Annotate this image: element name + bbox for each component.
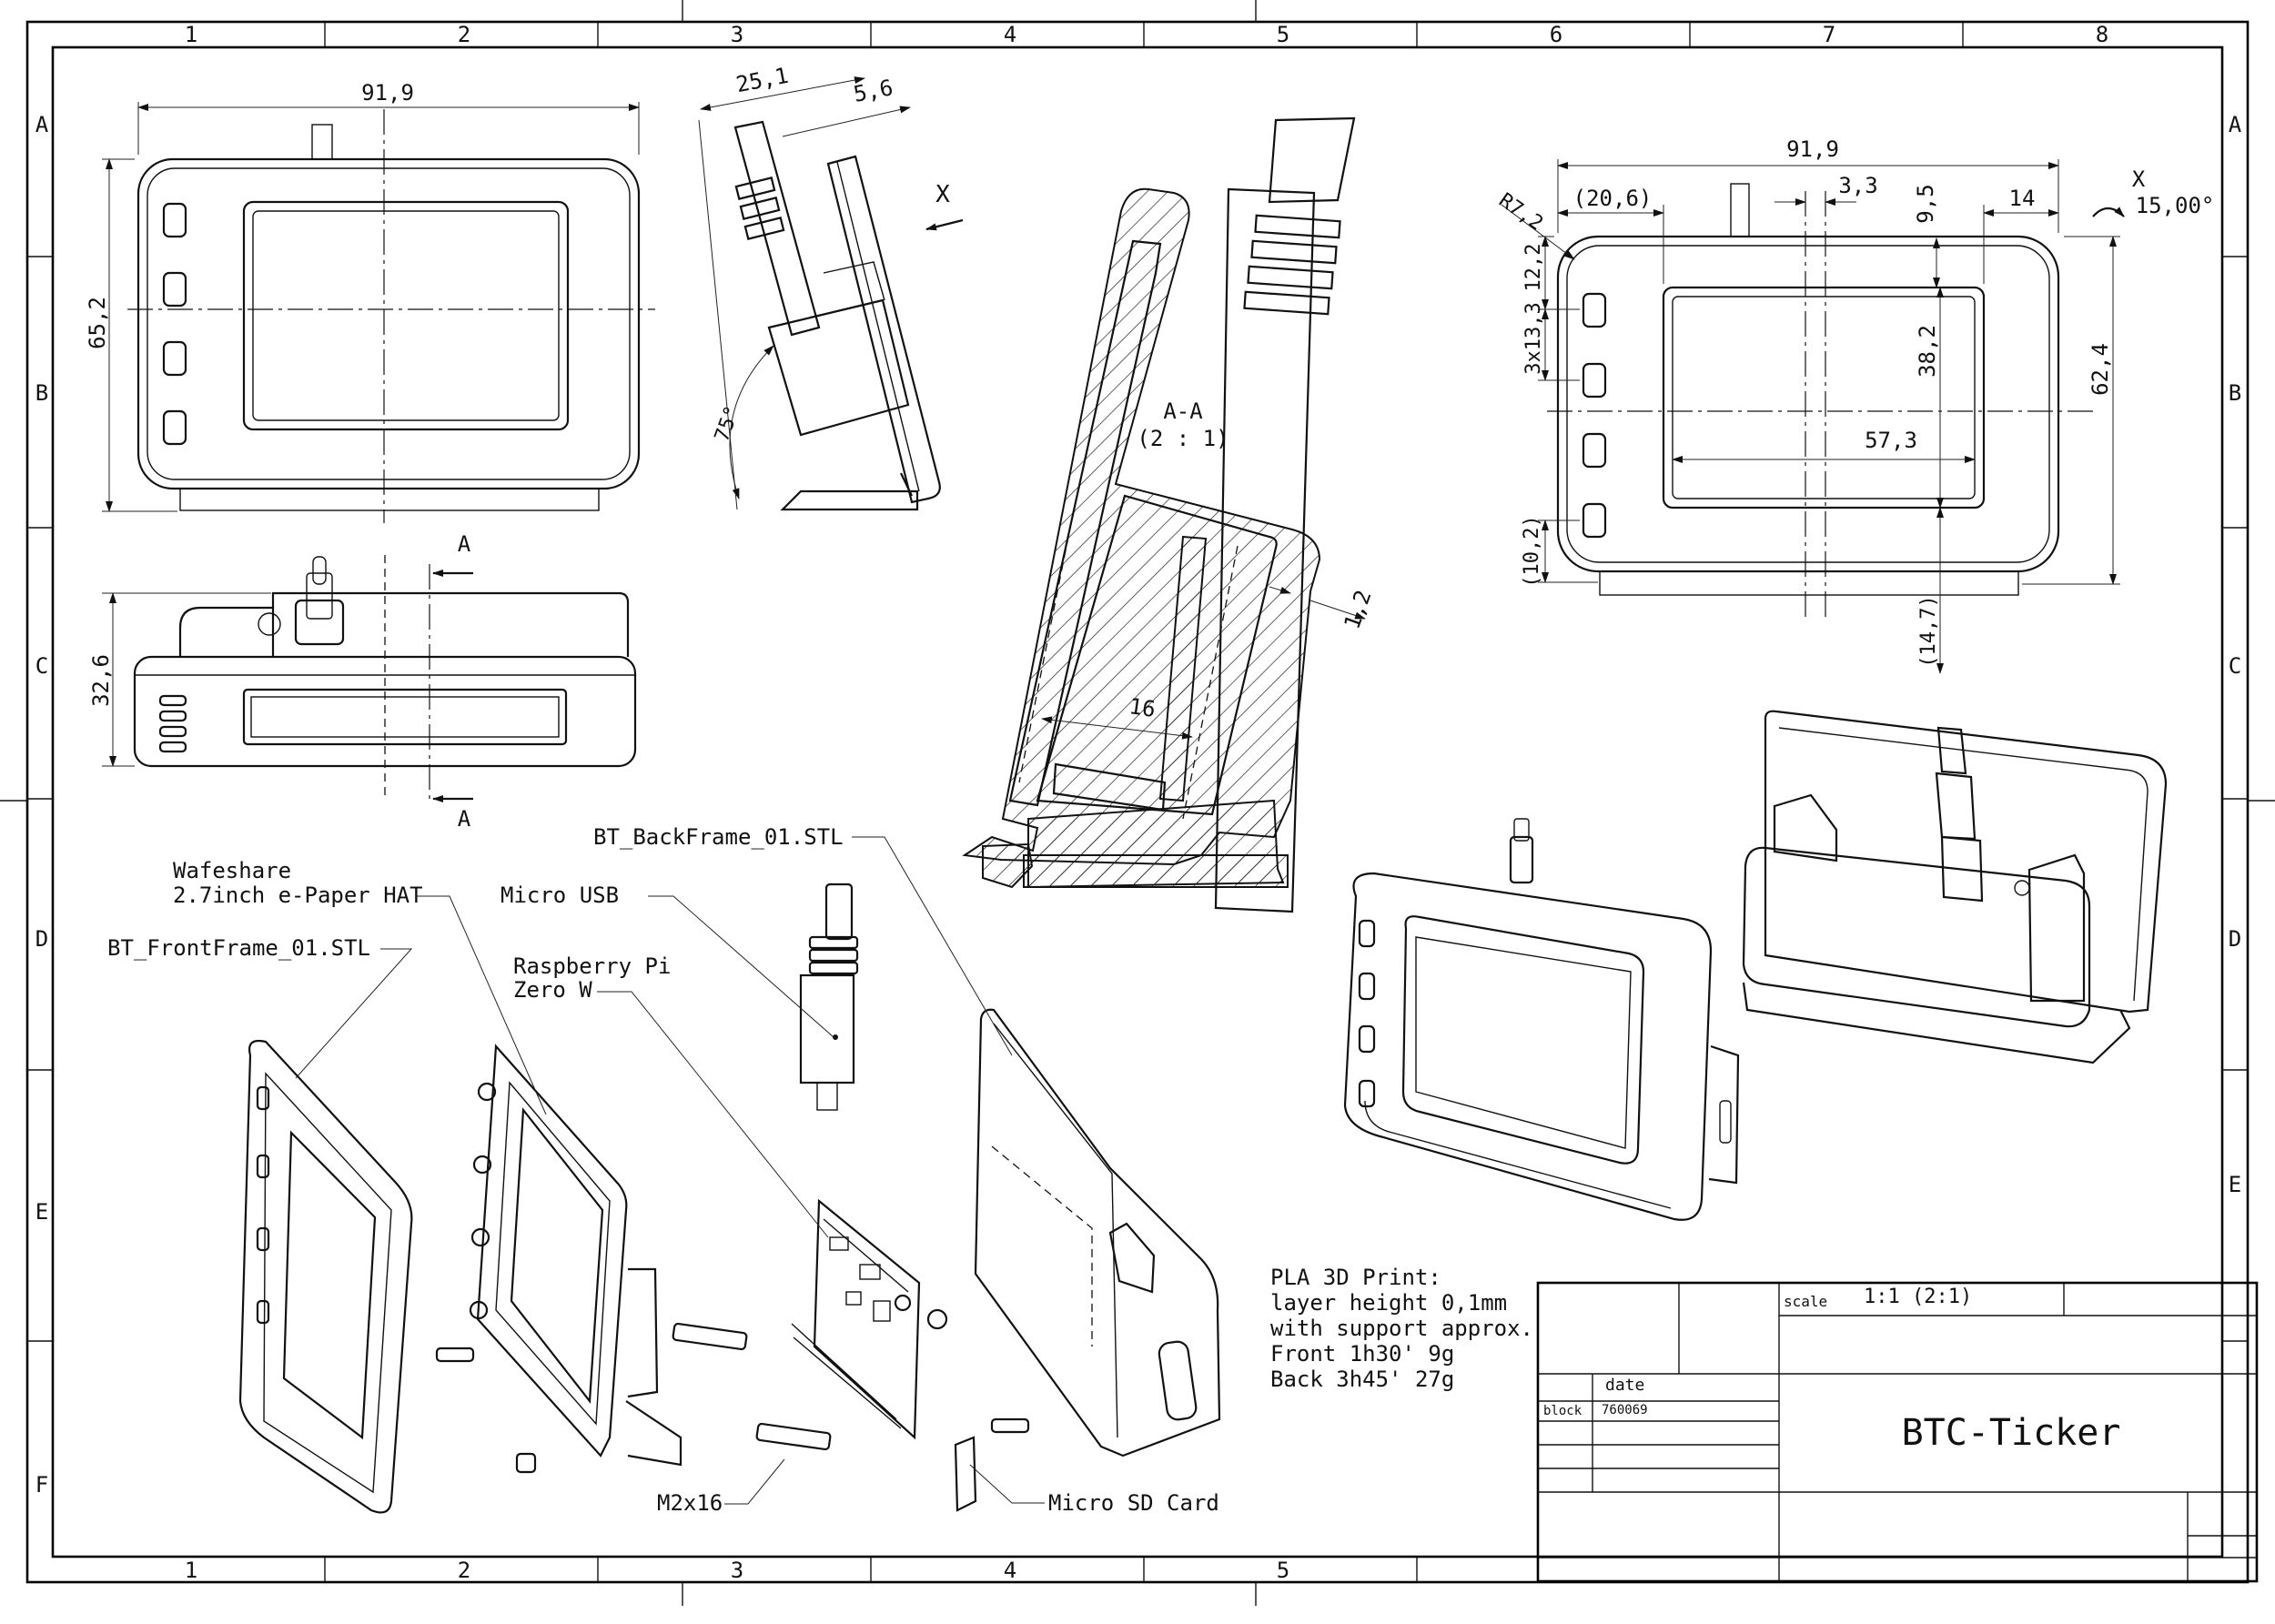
dimension-label: 62,4 (2088, 343, 2113, 396)
grid-col-label: 3 (731, 22, 743, 47)
dimension-label: 3x13,3 (1522, 302, 1545, 374)
grid-row-label: C (35, 653, 48, 679)
dimension-label: 12,2 (1522, 244, 1545, 292)
section-title: A-A (1163, 398, 1203, 424)
dimension-label: (10,2) (1521, 515, 1543, 587)
iso-front-view (1343, 818, 1740, 1221)
print-note-line: Back 3h45' 27g (1270, 1367, 1454, 1392)
dimension-label: 9,5 (1913, 184, 1938, 223)
print-note-line: layer height 0,1mm (1270, 1290, 1507, 1316)
grid-row-label: F (35, 1472, 48, 1498)
exploded-assembly (238, 883, 1221, 1514)
block-value: 760069 (1602, 1403, 1648, 1417)
grid-col-label: 1 (185, 22, 197, 47)
dimension-label: 14 (2009, 186, 2036, 211)
scale-label: scale (1784, 1293, 1827, 1310)
dimension-label: 57,3 (1865, 428, 1917, 453)
grid-col-label: 1 (185, 1558, 197, 1583)
dimension-label: 16 (1127, 693, 1158, 722)
grid-col-label: 6 (1550, 22, 1562, 47)
section-mark: A (458, 806, 471, 832)
dimension-label: 91,9 (361, 80, 414, 106)
grid-row-label: B (2229, 380, 2241, 406)
grid-col-label: 8 (2096, 22, 2108, 47)
view-direction-label: X (2132, 166, 2146, 192)
grid-col-label: 7 (1823, 22, 1835, 47)
grid-col-label: 5 (1277, 22, 1289, 47)
drawing-title: BTC-Ticker (1902, 1412, 2121, 1454)
print-notes: PLA 3D Print: layer height 0,1mm with su… (1270, 1265, 1533, 1392)
grid-row-label: C (2229, 653, 2241, 679)
view-direction-label: X (935, 181, 950, 208)
grid-col-label: 4 (1004, 1558, 1016, 1583)
iso-back-view (1742, 710, 2168, 1064)
section-view: 16 1,2 A-A (2 : 1) (962, 116, 1377, 913)
callout-label-hat: 2.7inch e-Paper HAT (173, 883, 423, 908)
scale-value: 1:1 (2:1) (1864, 1286, 1972, 1308)
callout-label-hat: Wafeshare (173, 858, 291, 883)
dimension-label: 65,2 (85, 297, 110, 349)
side-view: 25,1 5,6 75° X (698, 63, 964, 511)
dimension-label: 75° (711, 403, 744, 445)
dimension-label: (14,7) (1917, 595, 1940, 667)
grid-col-label: 5 (1277, 1558, 1289, 1583)
dimension-label: 25,1 (734, 63, 791, 98)
grid-row-label: D (2229, 926, 2241, 952)
dimension-label: 91,9 (1786, 136, 1839, 162)
callout-label-sd-card: Micro SD Card (1048, 1490, 1219, 1516)
section-scale: (2 : 1) (1137, 426, 1228, 451)
grid-row-label: B (35, 380, 48, 406)
callouts: BT_FrontFrame_01.STL Wafeshare 2.7inch e… (107, 824, 1219, 1516)
callout-label-micro-usb: Micro USB (500, 883, 619, 908)
dimension-label: 1,2 (1339, 587, 1376, 632)
grid-row-label: A (2229, 112, 2242, 137)
title-block: scale 1:1 (2:1) date block 760069 BTC-Ti… (1536, 1281, 2259, 1583)
grid-col-label: 2 (458, 1558, 470, 1583)
top-view: A A 32,6 (88, 531, 637, 832)
front-view: 91,9 65,2 (85, 80, 655, 523)
callout-label-rpi: Zero W (513, 977, 592, 1003)
callout-label-front-frame: BT_FrontFrame_01.STL (107, 935, 370, 961)
grid-row-label: A (35, 112, 49, 137)
print-note-line: PLA 3D Print: (1270, 1265, 1441, 1290)
dimension-label: 32,6 (88, 654, 114, 707)
print-note-line: Front 1h30' 9g (1270, 1341, 1454, 1367)
grid-row-label: E (35, 1199, 48, 1225)
view-angle-label: 15,00° (2136, 193, 2215, 218)
dimension-label: 3,3 (1838, 173, 1877, 198)
print-note-line: with support approx. (1270, 1316, 1533, 1341)
grid-row-label: E (2229, 1172, 2241, 1197)
grid-col-label: 4 (1004, 22, 1016, 47)
date-label: date (1605, 1376, 1644, 1395)
grid-col-label: 2 (458, 22, 470, 47)
callout-label-back-frame: BT_BackFrame_01.STL (593, 824, 844, 850)
dimension-label: 38,2 (1915, 325, 1940, 378)
section-mark: A (458, 531, 471, 557)
dimension-label: R7,2 (1494, 189, 1547, 236)
dimension-label: (20,6) (1573, 186, 1653, 211)
detail-view: 91,9 (20,6) 3,3 14 9,5 R7,2 12,2 3x13,3 … (1494, 136, 2215, 674)
callout-label-rpi: Raspberry Pi (513, 953, 671, 979)
callout-label-standoff: M2x16 (657, 1490, 723, 1516)
block-label: block (1543, 1404, 1582, 1418)
grid-row-label: D (35, 926, 48, 952)
grid-col-label: 3 (731, 1558, 743, 1583)
